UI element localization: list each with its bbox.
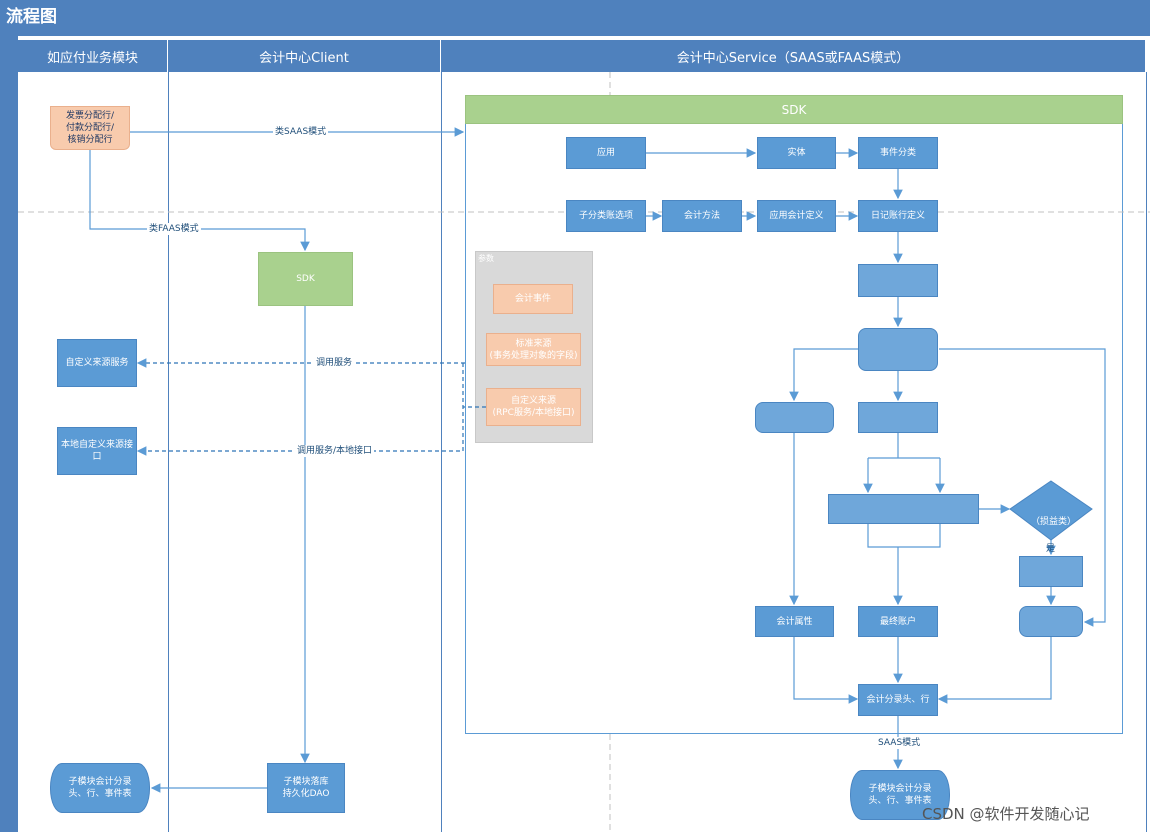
allocation-doc: 发票分配行/付款分配行/核销分配行 bbox=[50, 106, 130, 150]
app-acct-def-box: 应用会计定义 bbox=[757, 200, 836, 232]
lane-header-business: 如应付业务模块 bbox=[18, 40, 168, 72]
lane-header-service: 会计中心Service（SAAS或FAAS模式） bbox=[441, 40, 1146, 72]
sdk-header: SDK bbox=[465, 95, 1123, 124]
local-custom-source-box: 本地自定义来源接口 bbox=[57, 427, 137, 475]
param-std-source: 标准来源(事务处理对象的字段) bbox=[486, 333, 581, 366]
edge-label-call-service-local: 调用服务/本地接口 bbox=[295, 445, 375, 457]
custom-source-service-box: 自定义来源服务 bbox=[57, 339, 137, 387]
param-custom-source: 自定义来源(RPC服务/本地接口) bbox=[486, 388, 581, 426]
lane-divider bbox=[1146, 72, 1147, 832]
journal-line-def-box: 日记账行定义 bbox=[858, 200, 938, 232]
entity-box: 实体 bbox=[757, 137, 836, 169]
app-box: 应用 bbox=[566, 137, 646, 169]
entry-head-line-box: 会计分录头、行 bbox=[858, 684, 938, 716]
blurred-step bbox=[755, 402, 834, 433]
blurred-step bbox=[858, 328, 938, 371]
acct-method-box: 会计方法 bbox=[662, 200, 742, 232]
lane-divider bbox=[441, 72, 442, 832]
event-class-box: 事件分类 bbox=[858, 137, 938, 169]
lane-divider bbox=[168, 72, 169, 832]
edge-label-saas-mode: SAAS模式 bbox=[876, 737, 923, 749]
blurred-step bbox=[858, 402, 938, 433]
client-sdk-box: SDK bbox=[258, 252, 353, 306]
subledger-option-box: 子分类账选项 bbox=[566, 200, 646, 232]
dao-box: 子模块落库持久化DAO bbox=[267, 763, 345, 813]
edge-label-faas-like: 类FAAS模式 bbox=[147, 223, 201, 235]
diamond-label: （损益类） bbox=[1031, 517, 1077, 527]
decision-diamond bbox=[1009, 480, 1093, 541]
edge-label-call-service: 调用服务 bbox=[314, 357, 355, 369]
watermark: CSDN @软件开发随心记 bbox=[922, 805, 1090, 823]
child-table-db: 子模块会计分录头、行、事件表 bbox=[50, 763, 150, 813]
bottom-table-db: 子模块会计分录头、行、事件表 bbox=[850, 770, 950, 820]
blurred-step bbox=[858, 264, 938, 297]
edge-label-saas-like: 类SAAS模式 bbox=[273, 126, 329, 138]
lane-header-client: 会计中心Client bbox=[168, 40, 441, 72]
title-bar bbox=[0, 0, 1150, 36]
params-title: 参数 bbox=[478, 254, 494, 263]
acct-attr-box: 会计属性 bbox=[755, 606, 834, 637]
blurred-step bbox=[1019, 606, 1083, 637]
page-title: 流程图 bbox=[6, 7, 57, 27]
blurred-step bbox=[1019, 556, 1083, 587]
param-event: 会计事件 bbox=[493, 284, 573, 314]
yes-label: 是 bbox=[1046, 544, 1056, 554]
pool-strip bbox=[0, 36, 18, 832]
final-account-box: 最终账户 bbox=[858, 606, 938, 637]
blurred-step bbox=[828, 494, 979, 524]
